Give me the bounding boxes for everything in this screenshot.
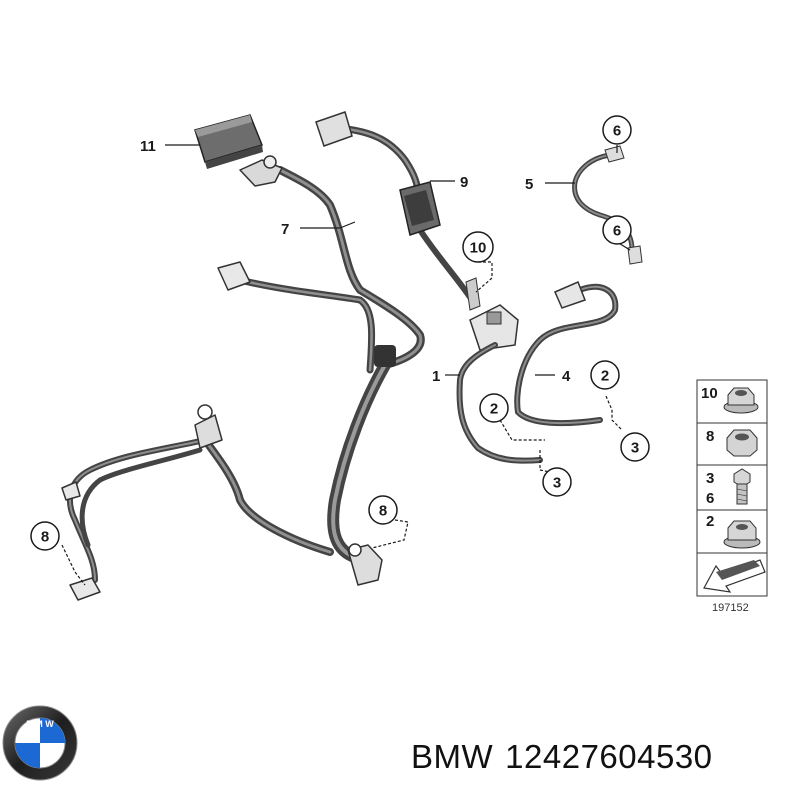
diagram-id: 197152 xyxy=(712,602,749,614)
callout-circle-3-right: 3 xyxy=(620,432,650,462)
callout-5: 5 xyxy=(525,176,533,193)
part-number: 12427604530 xyxy=(505,738,713,775)
legend-label-2: 2 xyxy=(706,513,714,530)
callout-circle-3-bottom: 3 xyxy=(542,467,572,497)
callout-circle-8-left: 8 xyxy=(30,521,60,551)
callout-9: 9 xyxy=(460,174,468,191)
module-part-11 xyxy=(194,114,264,169)
callout-circle-2-left: 2 xyxy=(479,393,509,423)
svg-text:2: 2 xyxy=(601,368,609,385)
cable-part-4 xyxy=(514,281,619,427)
callout-circle-10: 10 xyxy=(462,231,494,263)
brand-name: BMW xyxy=(411,738,494,775)
cable-part-5 xyxy=(572,145,643,265)
svg-text:8: 8 xyxy=(379,503,387,520)
hex-nut-icon xyxy=(726,429,758,457)
callout-circle-6-bottom: 6 xyxy=(602,215,632,245)
callout-11: 11 xyxy=(140,138,156,155)
arrow-icon xyxy=(703,559,766,593)
cable-part-1 xyxy=(456,342,543,464)
callout-4: 4 xyxy=(562,368,571,385)
svg-text:3: 3 xyxy=(553,475,561,492)
callout-circle-6-top: 6 xyxy=(602,115,632,145)
callouts: 11 9 7 5 1 4 6 6 10 2 2 3 xyxy=(30,115,650,551)
svg-text:3: 3 xyxy=(631,440,639,457)
callout-circle-8-right: 8 xyxy=(368,495,398,525)
part-caption: BMW 12427604530 xyxy=(411,738,725,776)
cable-harness-main xyxy=(61,155,425,601)
cable-part-9 xyxy=(315,111,475,303)
bmw-logo: B M W xyxy=(2,705,78,781)
legend-label-10: 10 xyxy=(701,385,718,402)
legend-label-6: 6 xyxy=(706,490,714,507)
callout-1: 1 xyxy=(432,368,440,385)
flange-nut-icon xyxy=(723,387,759,414)
bolt-icon xyxy=(733,468,751,505)
svg-text:B M W: B M W xyxy=(26,719,54,729)
callout-7: 7 xyxy=(281,221,289,238)
svg-text:8: 8 xyxy=(41,529,49,546)
svg-text:10: 10 xyxy=(470,240,487,257)
svg-text:6: 6 xyxy=(613,223,621,240)
svg-text:2: 2 xyxy=(490,401,498,418)
callout-circle-2-right: 2 xyxy=(590,360,620,390)
legend-label-3: 3 xyxy=(706,470,714,487)
fastener-legend: 10 8 3 6 2 xyxy=(696,379,768,597)
battery-terminal-part-10 xyxy=(465,277,519,351)
flange-nut-icon-2 xyxy=(723,520,761,549)
leader-lines xyxy=(61,144,631,586)
legend-label-8: 8 xyxy=(706,428,714,445)
svg-text:6: 6 xyxy=(613,123,621,140)
